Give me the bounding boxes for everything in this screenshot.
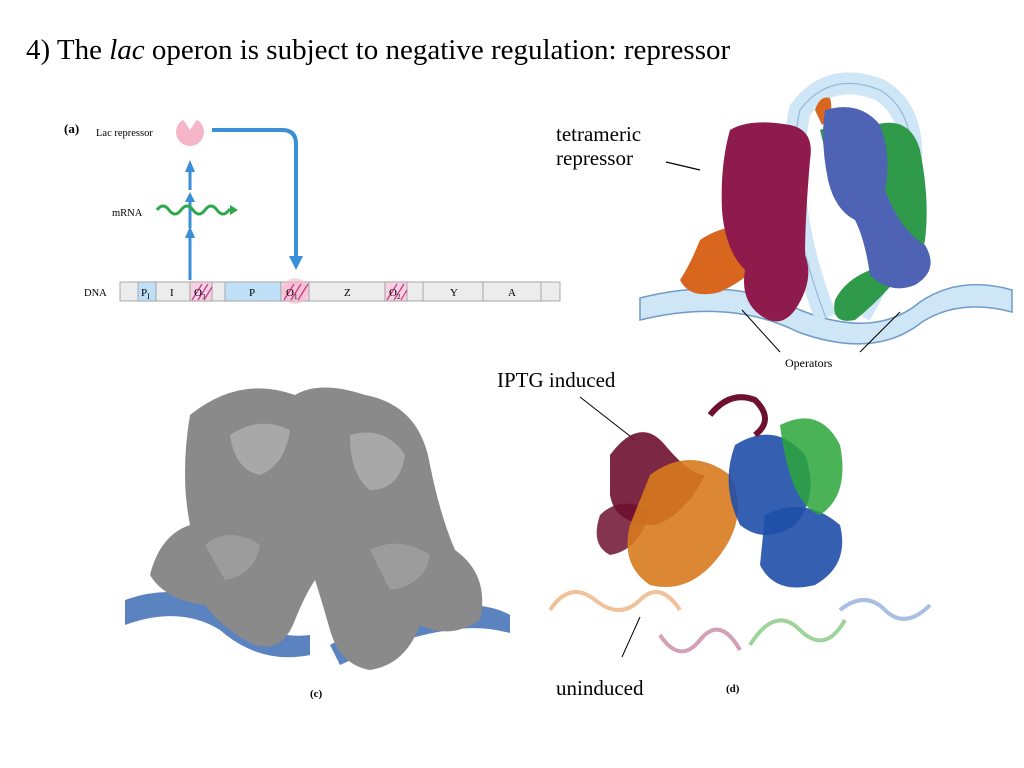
ribbon-mauve — [658, 627, 742, 654]
ribbon-orange — [627, 460, 738, 587]
subunit-crimson — [721, 122, 811, 322]
panel-d-svg: (d) — [548, 394, 932, 695]
ribbon-light-green — [748, 618, 847, 647]
iptg-leader-line — [579, 396, 636, 441]
panel-c-surface-model: (c) — [120, 375, 520, 705]
iptg-induced-label: IPTG induced — [497, 368, 616, 392]
slide-title: 4) The lac operon is subject to negative… — [26, 34, 730, 67]
dna-seg-o3: O3 — [194, 287, 206, 301]
dna-seg-pi: PI — [141, 287, 150, 301]
ribbon-green — [780, 418, 843, 515]
ribbon-light-blue — [838, 598, 932, 621]
tetrameric-repressor-callout: tetrameric repressor — [556, 122, 641, 170]
callout-leader-line — [665, 161, 701, 171]
uninduced-label: uninduced — [556, 676, 644, 700]
title-suffix: operon is subject to negative regulation… — [144, 34, 731, 66]
panel-a-letter: (a) — [64, 121, 79, 136]
mrna-wave — [155, 204, 232, 216]
ribbon-peach — [548, 590, 682, 612]
panel-b-tetramer-illustration: Operators — [630, 70, 1020, 375]
dna-seg-z: Z — [344, 287, 351, 299]
panel-a-svg: (a) Lac repressor mRNA DNA — [64, 118, 561, 304]
callout-line-2: repressor — [556, 146, 633, 171]
dna-seg-o2: O2 — [389, 287, 401, 301]
uninduced-leader-line — [621, 616, 641, 658]
panel-c-letter: (c) — [310, 688, 323, 700]
panel-d-letter: (d) — [726, 683, 740, 695]
helix-top — [707, 394, 768, 438]
operator-leader-right — [859, 311, 901, 353]
panel-b-svg: Operators — [639, 72, 1013, 370]
operators-label: Operators — [785, 356, 833, 370]
dna-seg-i: I — [170, 287, 174, 299]
dna-label: DNA — [84, 288, 107, 299]
lac-repressor-icon — [176, 118, 204, 146]
lac-repressor-label: Lac repressor — [96, 128, 153, 139]
dna-strand-operators — [639, 283, 1013, 345]
callout-line-1: tetrameric — [556, 122, 642, 146]
operator-leader-left — [741, 309, 781, 353]
repressor-surface — [150, 387, 483, 670]
mrna-label: mRNA — [112, 208, 143, 219]
dna-bar — [119, 278, 561, 304]
dna-seg-o1: O1 — [286, 287, 298, 301]
dna-seg-a: A — [508, 287, 516, 299]
title-italic-lac: lac — [109, 34, 145, 66]
panel-d-ribbon-model: (d) — [540, 385, 950, 700]
repressor-binding-arrowhead — [289, 256, 303, 270]
dna-seg-y: Y — [450, 287, 458, 299]
dna-seg-p: P — [249, 287, 255, 299]
title-prefix: 4) The — [26, 34, 110, 66]
panel-a-schematic: (a) Lac repressor mRNA DNA — [60, 110, 570, 320]
repressor-binding-arrow — [212, 128, 298, 260]
subunit-blue — [823, 107, 931, 289]
panel-c-svg: (c) — [125, 387, 510, 700]
